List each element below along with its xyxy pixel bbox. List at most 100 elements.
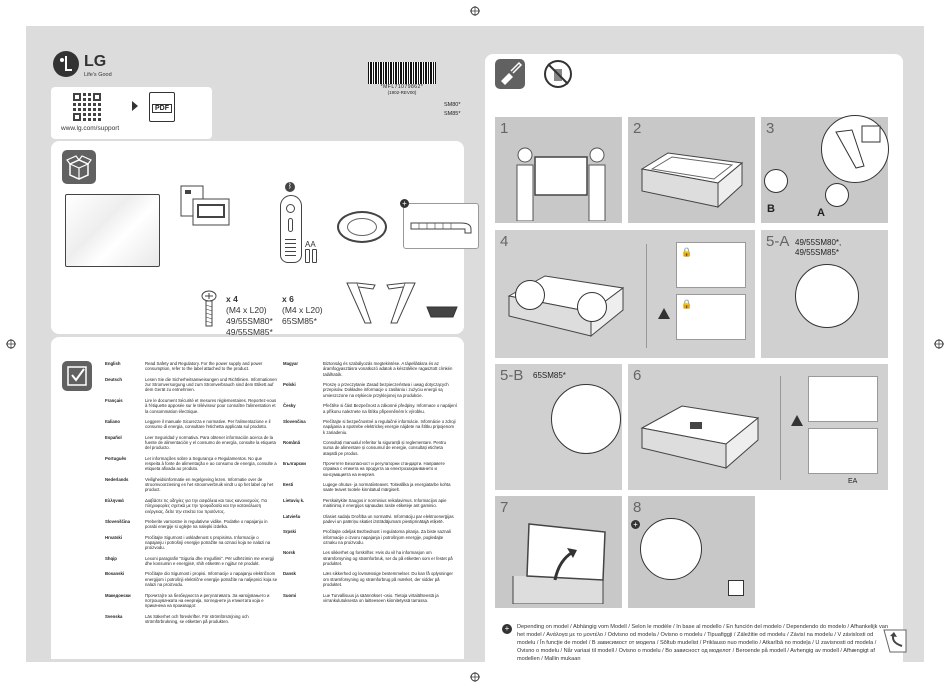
language-name: Svenska	[105, 613, 123, 619]
language-text: Biztonság és szabályozás megtekintése. A…	[323, 361, 453, 377]
language-name: Português	[105, 455, 127, 461]
tv-in-box	[638, 147, 746, 211]
language-name: Italiano	[105, 418, 121, 424]
language-name: English	[105, 361, 121, 366]
screws-model-a1: 49/55SM80*	[226, 316, 273, 326]
safety-panel: English Read Safety and Regulatory. For t…	[51, 337, 464, 659]
language-name: Hrvatski	[105, 534, 122, 540]
language-name: Македонски	[105, 592, 131, 598]
barcode	[368, 62, 436, 84]
two-people-lift	[511, 137, 611, 222]
stand-leg-left	[343, 279, 379, 327]
language-name: Shqip	[105, 555, 117, 561]
language-name: Norsk	[283, 550, 296, 556]
support-url[interactable]: www.lg.com/support	[61, 125, 120, 132]
language-row: Lietuvių k.Perskaitykite Saugos ir normi…	[283, 498, 457, 509]
no-spray-icon	[543, 59, 573, 89]
instructions-panel: 1 2 3 B A	[485, 54, 903, 662]
language-name: Deutsch	[105, 376, 122, 382]
arrow-right-icon	[132, 101, 138, 111]
language-row: Slovenščina Preberite varnostne in regula…	[105, 519, 278, 530]
lift-tv-upright	[503, 520, 615, 605]
language-text: Lexoni paragrafin "Siguria dhe rregullim…	[145, 555, 274, 567]
language-text: Pročitajte odeljak Bezbednost i regulato…	[323, 529, 451, 545]
step-2-number: 2	[633, 120, 642, 137]
plus-icon: +	[631, 520, 640, 529]
detail-circle-a	[825, 183, 849, 207]
step-5b-number: 5-B	[500, 367, 524, 384]
registration-mark	[470, 6, 480, 16]
step-5a-panel: 5-A 49/55SM80*, 49/55SM85*	[761, 230, 888, 358]
brand-tagline: Life's Good	[84, 72, 112, 78]
language-text: Läs Säkerhet och föreskrifter. För ström…	[145, 613, 249, 624]
registration-mark	[6, 339, 16, 349]
checklist-icon	[62, 361, 92, 391]
language-text: Pročitajte dio Sigurnost i propisi. Info…	[145, 571, 278, 588]
language-name: Български	[283, 461, 306, 467]
step-8-panel: 8 +	[628, 496, 755, 608]
languages-right-column: Magyar Biztonság és szabályozás megtekint…	[283, 361, 457, 608]
lock-icon: 🔒	[681, 247, 693, 257]
language-name: Nederlands	[105, 476, 129, 482]
detail-circle-b	[764, 169, 788, 193]
language-text: Preberite varnostne in regulativne vidik…	[145, 518, 268, 530]
step-7-panel: 7	[495, 496, 622, 608]
divider	[646, 244, 647, 348]
step-2-panel: 2	[628, 117, 755, 223]
brand-name: LG	[84, 53, 107, 70]
language-text: Přečtěte si část Bezpečnost a zákonné př…	[323, 403, 457, 414]
language-name: Dansk	[283, 571, 296, 577]
batteries-label: AA	[305, 240, 316, 249]
pdf-icon[interactable]: PDF	[149, 92, 175, 122]
language-text: Pročitajte Sigurnost i usklađenost s pro…	[145, 534, 271, 551]
tv-on-table	[505, 266, 627, 346]
language-text: Read Safety and Regulatory. For the powe…	[145, 361, 263, 372]
stand-install-circle	[551, 384, 621, 454]
step-3-panel: 3 B A	[761, 115, 889, 223]
language-row: Shqip Lexoni paragrafin "Siguria dhe rreg…	[105, 556, 278, 567]
screws-qty-b: x 6	[282, 294, 294, 304]
step-3-label-a: A	[817, 207, 825, 219]
language-name: Ελληνικά	[105, 497, 124, 503]
cable-management-circle	[640, 518, 702, 580]
stand-install-circle	[795, 264, 859, 328]
battery-icon	[312, 249, 317, 263]
language-text: Lugege ohutus- ja normatiivteavet. Toite…	[323, 482, 451, 493]
step-8-number: 8	[633, 499, 642, 516]
battery-icon	[305, 249, 310, 263]
language-text: Proszę o przeczytanie Zasad bezpieczeńst…	[323, 382, 449, 398]
language-name: Slovenščina	[105, 518, 131, 524]
language-name: Français	[105, 397, 123, 403]
registration-mark	[934, 339, 944, 349]
plus-icon: +	[502, 624, 512, 634]
step-5a-number: 5-A	[766, 233, 790, 250]
step-3-label-b: B	[767, 203, 775, 215]
barcode-text: *MFL71079862*	[380, 84, 424, 90]
cable-tie	[409, 219, 475, 234]
step-5a-model-1: 49/55SM80*,	[795, 238, 842, 247]
lock-detail-1: 🔒	[676, 242, 746, 288]
language-row: English Read Safety and Regulatory. For t…	[105, 361, 278, 372]
step-5b-model: 65SM85*	[533, 371, 566, 380]
language-name: Magyar	[283, 361, 299, 366]
qr-code[interactable]	[73, 93, 101, 121]
step-6-note: EA	[848, 478, 858, 485]
page-turn-icon	[880, 626, 910, 656]
language-text: Lesen Sie die Sicherheitsanweisungen und…	[145, 376, 277, 393]
language-text: Læs sikkerhed og lovmæssige bestemmelser…	[323, 571, 453, 588]
barcode-revision: (1902-REV00)	[387, 90, 417, 95]
